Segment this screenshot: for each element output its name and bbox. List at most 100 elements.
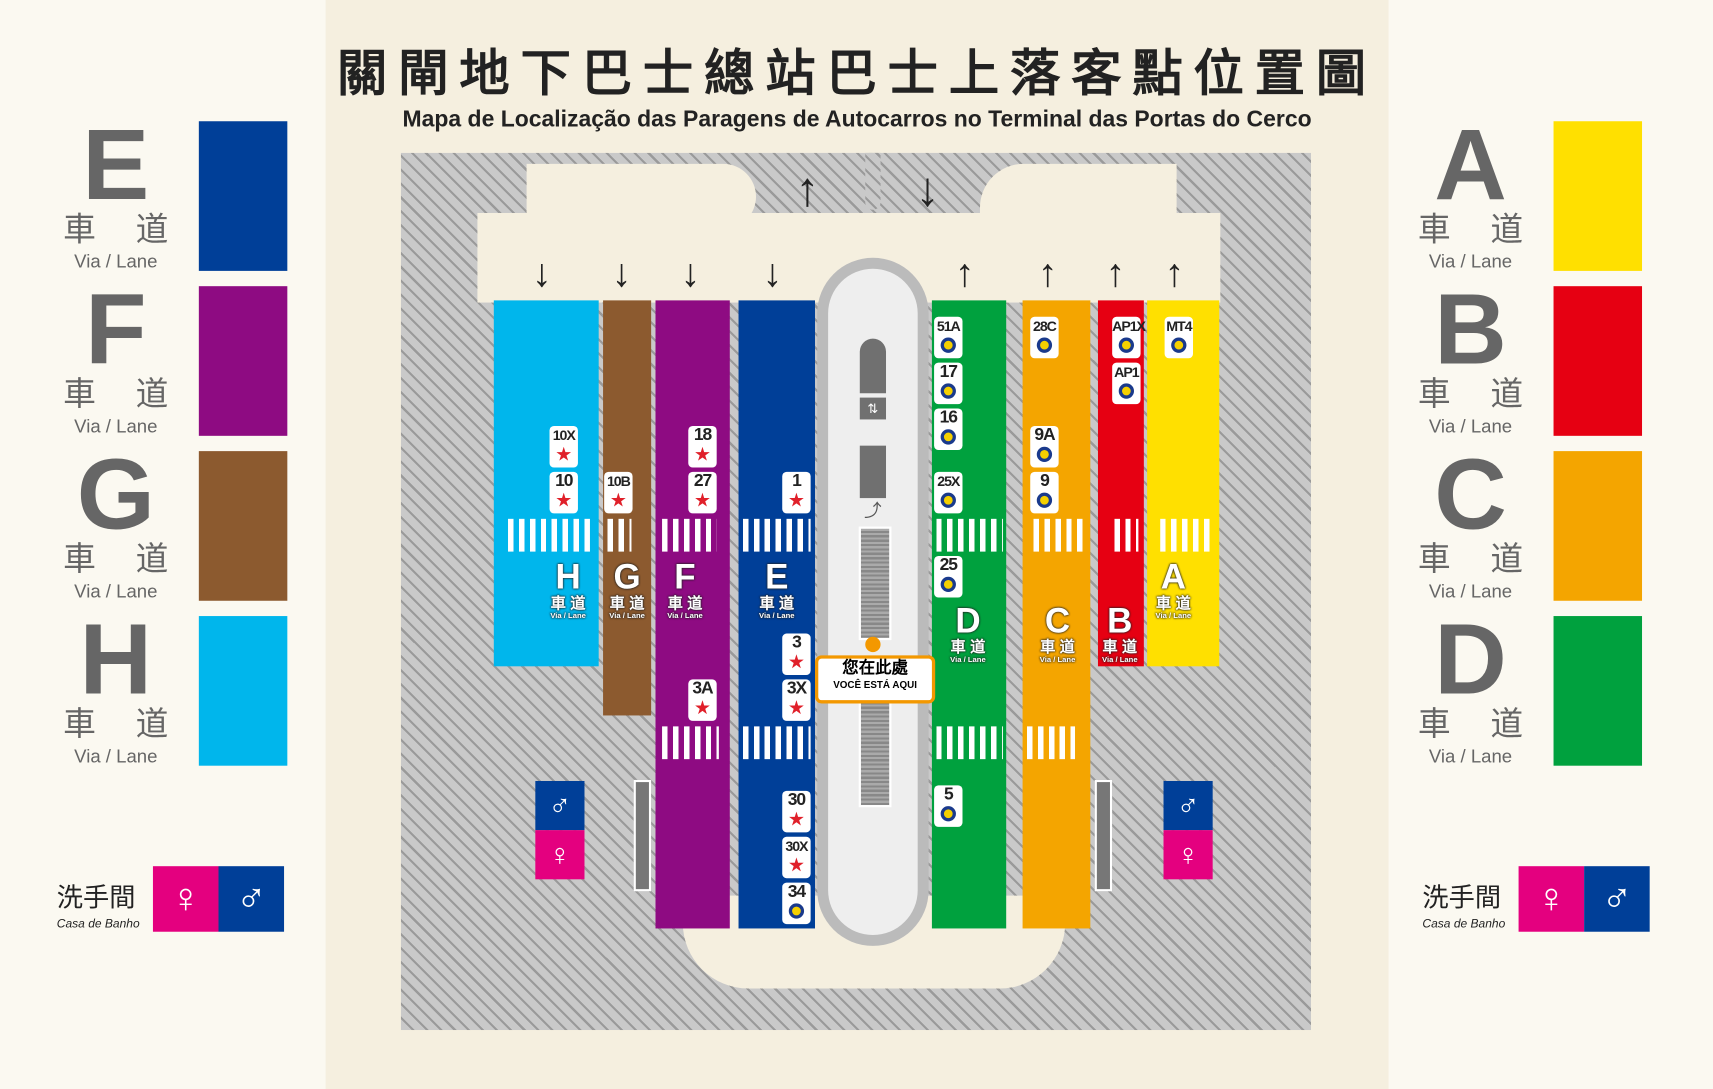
lane-letter: F xyxy=(674,557,696,597)
star-operator-icon xyxy=(695,700,710,715)
lane-letter: E xyxy=(765,557,789,597)
legend-letter: E xyxy=(82,109,150,221)
route-number: 1 xyxy=(792,471,802,491)
legend-letter: B xyxy=(1434,274,1507,386)
bus-route-tag[interactable]: 3 xyxy=(782,633,811,676)
bus-route-tag[interactable]: 30X xyxy=(782,836,811,879)
bus-route-tag[interactable]: AP1 xyxy=(1112,362,1141,405)
legend-swatch-h xyxy=(198,616,288,766)
lane-zh: 車 道 xyxy=(550,594,586,612)
bus-route-tag[interactable]: MT4 xyxy=(1164,316,1194,359)
arrow-down-icon: ↓ xyxy=(915,162,940,217)
legend-pt: Via / Lane xyxy=(74,251,158,272)
legend-letter: A xyxy=(1434,109,1507,221)
bus-route-tag[interactable]: 1 xyxy=(782,471,811,514)
legend-zh: 車 道 xyxy=(63,541,184,578)
legend-swatch-a xyxy=(1553,121,1643,271)
bus-route-tag[interactable]: 25X xyxy=(934,471,963,514)
legend-zh: 車 道 xyxy=(63,376,184,413)
route-number: 18 xyxy=(693,425,712,445)
lane-f xyxy=(655,300,730,929)
bus-route-tag[interactable]: 10B xyxy=(604,471,633,514)
you-are-here-pt: VOCÊ ESTÁ AQUI xyxy=(833,679,917,691)
escalator xyxy=(858,699,892,808)
route-number: 5 xyxy=(943,785,954,804)
bus-route-tag[interactable]: 28C xyxy=(1030,316,1059,359)
bus-route-tag[interactable]: 3A xyxy=(688,679,717,721)
route-number: MT4 xyxy=(1166,317,1192,335)
crosswalk xyxy=(662,726,719,760)
lane-pt: Via / Lane xyxy=(950,656,986,665)
ring-operator-icon xyxy=(1118,337,1135,353)
ring-operator-icon xyxy=(940,576,956,593)
you-are-here-marker: 您在此處 VOCÊ ESTÁ AQUI xyxy=(815,655,936,704)
route-number: 51A xyxy=(936,317,961,335)
lane-h xyxy=(493,300,599,667)
star-operator-icon xyxy=(789,700,804,715)
route-number: 10B xyxy=(606,472,631,490)
arrow-up-icon: ↑ xyxy=(954,250,975,295)
crosswalk xyxy=(1160,518,1215,552)
ring-operator-icon xyxy=(1036,492,1053,508)
lane-pt: Via / Lane xyxy=(1102,656,1138,665)
lane-letter: D xyxy=(955,600,981,641)
legend-pt: Via / Lane xyxy=(1428,581,1513,602)
bus-route-tag[interactable]: 18 xyxy=(688,425,717,468)
route-number: 30 xyxy=(787,790,806,810)
crosswalk xyxy=(508,518,590,552)
bus-route-tag[interactable]: 9A xyxy=(1030,425,1059,468)
legend-swatch-b xyxy=(1553,286,1643,436)
legend-swatch-g xyxy=(198,451,288,601)
bus-route-tag[interactable]: 34 xyxy=(782,882,811,925)
elevator xyxy=(859,338,887,394)
bus-route-tag[interactable]: AP1X xyxy=(1112,316,1146,359)
route-number: 10 xyxy=(555,471,573,491)
arrow-down-icon: ↓ xyxy=(532,250,552,295)
elevator-icon: ⇅ xyxy=(859,397,887,420)
lane-pt: Via / Lane xyxy=(667,612,703,621)
route-number: 16 xyxy=(939,408,958,428)
star-operator-icon xyxy=(789,857,804,872)
legend-swatch-f xyxy=(198,286,288,436)
bus-route-tag[interactable]: 16 xyxy=(934,408,963,451)
restroom-female-icon: ♀ xyxy=(152,866,219,932)
route-number: AP1 xyxy=(1114,363,1139,381)
star-operator-icon xyxy=(556,492,572,507)
bus-route-tag[interactable]: 27 xyxy=(688,471,717,514)
bus-route-tag[interactable]: 10 xyxy=(549,471,578,514)
bus-route-tag[interactable]: 25 xyxy=(934,555,963,598)
bus-route-tag[interactable]: 30 xyxy=(782,790,811,833)
route-number: 34 xyxy=(787,882,806,902)
route-number: 10X xyxy=(552,427,576,444)
bus-route-tag[interactable]: 9 xyxy=(1030,471,1059,514)
legend-letter: G xyxy=(76,439,155,551)
escalator xyxy=(1094,779,1113,892)
legend-pt: Via / Lane xyxy=(1428,251,1513,272)
bus-route-tag[interactable]: 17 xyxy=(934,362,963,405)
ring-operator-icon xyxy=(1118,383,1135,399)
legend-swatch-c xyxy=(1553,451,1643,601)
arrow-down-icon: ↓ xyxy=(762,250,783,295)
bus-route-tag[interactable]: 10X xyxy=(549,425,578,468)
bus-route-tag[interactable]: 51A xyxy=(934,316,963,359)
star-operator-icon xyxy=(611,492,626,507)
restroom-male-icon: ♂ xyxy=(535,780,585,831)
restroom-label: 洗手間 xyxy=(1422,883,1502,914)
route-number: 3A xyxy=(692,679,713,698)
legend-pt: Via / Lane xyxy=(1428,416,1513,437)
bus-route-tag[interactable]: 3X xyxy=(782,679,811,721)
legend-letter: F xyxy=(85,274,147,386)
title-chinese: 關閘地下巴士總站巴士上落客點位置圖 xyxy=(337,43,1378,103)
lane-pt: Via / Lane xyxy=(758,612,795,621)
title-portuguese: Mapa de Localização das Paragens de Auto… xyxy=(402,107,1312,133)
legend-pt: Via / Lane xyxy=(74,746,158,767)
star-operator-icon xyxy=(789,654,804,669)
bus-route-tag[interactable]: 5 xyxy=(934,785,963,827)
